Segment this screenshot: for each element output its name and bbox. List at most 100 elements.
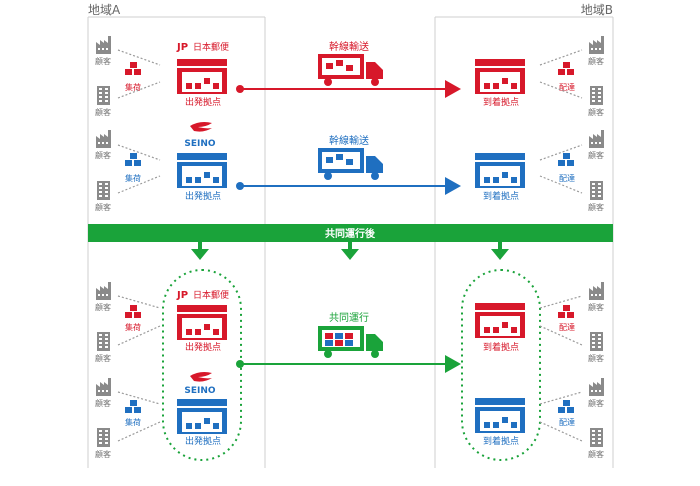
customer-label: 顧客	[588, 202, 604, 212]
customer-label: 顧客	[95, 202, 111, 212]
warehouse-icon	[177, 305, 227, 340]
warehouse-icon	[177, 399, 227, 434]
seino-logo-mark	[190, 122, 212, 132]
delivery-label: 配達	[559, 417, 575, 427]
delivery-label: 配達	[559, 82, 575, 92]
factory-icon	[96, 378, 111, 396]
joint-label: 共同運行	[329, 311, 369, 324]
building-icon	[590, 332, 603, 351]
truck-icon	[318, 326, 383, 358]
factory-icon	[589, 378, 604, 396]
origin-hub-group-outline	[162, 269, 242, 461]
factory-icon	[589, 36, 604, 54]
pickup-label: 集荷	[125, 173, 141, 183]
down-arrow-icon	[341, 242, 359, 260]
customer-label: 顧客	[588, 398, 604, 408]
delivery-label: 配達	[559, 173, 575, 183]
region-a-label: 地域A	[88, 3, 121, 17]
customer-label: 顧客	[95, 398, 111, 408]
dest-hub-group-outline	[461, 269, 541, 461]
pickup-label: 集荷	[125, 82, 141, 92]
origin-hub-label: 出発拠点	[185, 435, 221, 447]
joint-trunk-route: 共同運行	[236, 311, 461, 373]
dest-hub-label: 到着拠点	[483, 341, 519, 353]
parcel-stack-icon	[558, 400, 574, 413]
jp-logo-mark: JP	[176, 290, 188, 301]
parcel-stack-icon	[125, 305, 141, 318]
building-icon	[590, 428, 603, 447]
joint-dest-hubs: 到着拠点 到着拠点	[461, 269, 541, 461]
truck-icon	[318, 54, 383, 86]
building-icon	[97, 428, 110, 447]
jp-dest-hub: 到着拠点	[475, 59, 525, 108]
seino-origin-customers: 顧客 顧客 集荷	[95, 130, 161, 212]
customer-label: 顧客	[95, 449, 111, 459]
parcel-stack-icon	[558, 305, 574, 318]
pickup-label: 集荷	[125, 417, 141, 427]
jp-origin-customers: 顧客 顧客 集荷	[95, 36, 161, 117]
building-icon	[590, 86, 603, 105]
delivery-label: 配達	[559, 322, 575, 332]
origin-hub-label: 出発拠点	[185, 341, 221, 353]
customer-label: 顧客	[588, 353, 604, 363]
seino-logo: SEINO	[184, 139, 216, 149]
origin-hub-label: 出発拠点	[185, 96, 221, 108]
dest-hub-label: 到着拠点	[483, 96, 519, 108]
region-b-panel: 地域B	[434, 3, 614, 468]
jp-logo: 日本郵便	[193, 289, 229, 301]
joint-origin-hubs: JP 日本郵便 出発拠点 SEINO 出発拠点	[162, 269, 242, 461]
customer-label: 顧客	[588, 150, 604, 160]
region-b-label: 地域B	[581, 3, 613, 17]
customer-label: 顧客	[95, 353, 111, 363]
seino-logo-mark	[190, 372, 212, 382]
joint-operation-banner: 共同運行後	[88, 224, 613, 260]
pickup-label: 集荷	[125, 322, 141, 332]
joint-dest-customers: 配達 配達 顧客 顧客 顧客 顧客	[539, 282, 604, 459]
factory-icon	[589, 282, 604, 300]
warehouse-icon	[475, 398, 525, 433]
trunk-label: 幹線輸送	[329, 134, 369, 147]
building-icon	[97, 86, 110, 105]
jp-logo-mark: JP	[176, 42, 188, 53]
customer-label: 顧客	[95, 56, 111, 66]
warehouse-icon	[177, 59, 227, 94]
factory-icon	[96, 282, 111, 300]
warehouse-icon	[475, 303, 525, 338]
seino-trunk-route: 幹線輸送	[236, 134, 461, 195]
down-arrow-icon	[491, 242, 509, 260]
customer-label: 顧客	[588, 449, 604, 459]
origin-hub-label: 出発拠点	[185, 190, 221, 202]
seino-dest-customers: 配達 顧客 顧客	[539, 130, 604, 212]
customer-label: 顧客	[95, 107, 111, 117]
joint-after-label: 共同運行後	[325, 227, 376, 240]
factory-icon	[589, 130, 604, 148]
jp-dest-customers: 配達 顧客 顧客	[539, 36, 604, 117]
warehouse-icon	[475, 59, 525, 94]
down-arrow-icon	[191, 242, 209, 260]
customer-label: 顧客	[588, 56, 604, 66]
building-icon	[590, 181, 603, 200]
dest-hub-label: 到着拠点	[483, 190, 519, 202]
factory-icon	[96, 130, 111, 148]
seino-logo: SEINO	[184, 386, 216, 396]
parcel-stack-icon	[125, 153, 141, 166]
warehouse-icon	[177, 153, 227, 188]
seino-origin-hub: SEINO 出発拠点	[177, 122, 227, 202]
parcel-stack-icon	[558, 62, 574, 75]
parcel-stack-icon	[558, 153, 574, 166]
seino-dest-hub: 到着拠点	[475, 153, 525, 202]
parcel-stack-icon	[125, 62, 141, 75]
customer-label: 顧客	[588, 302, 604, 312]
customer-label: 顧客	[588, 107, 604, 117]
building-icon	[97, 332, 110, 351]
region-a-panel: 地域A	[87, 3, 266, 468]
customer-label: 顧客	[95, 150, 111, 160]
truck-icon	[318, 148, 383, 180]
parcel-stack-icon	[125, 400, 141, 413]
jp-trunk-route: 幹線輸送	[236, 40, 461, 98]
dest-hub-label: 到着拠点	[483, 435, 519, 447]
building-icon	[97, 181, 110, 200]
jp-origin-hub: JP 日本郵便 出発拠点	[176, 41, 229, 108]
jp-logo: 日本郵便	[193, 41, 229, 53]
